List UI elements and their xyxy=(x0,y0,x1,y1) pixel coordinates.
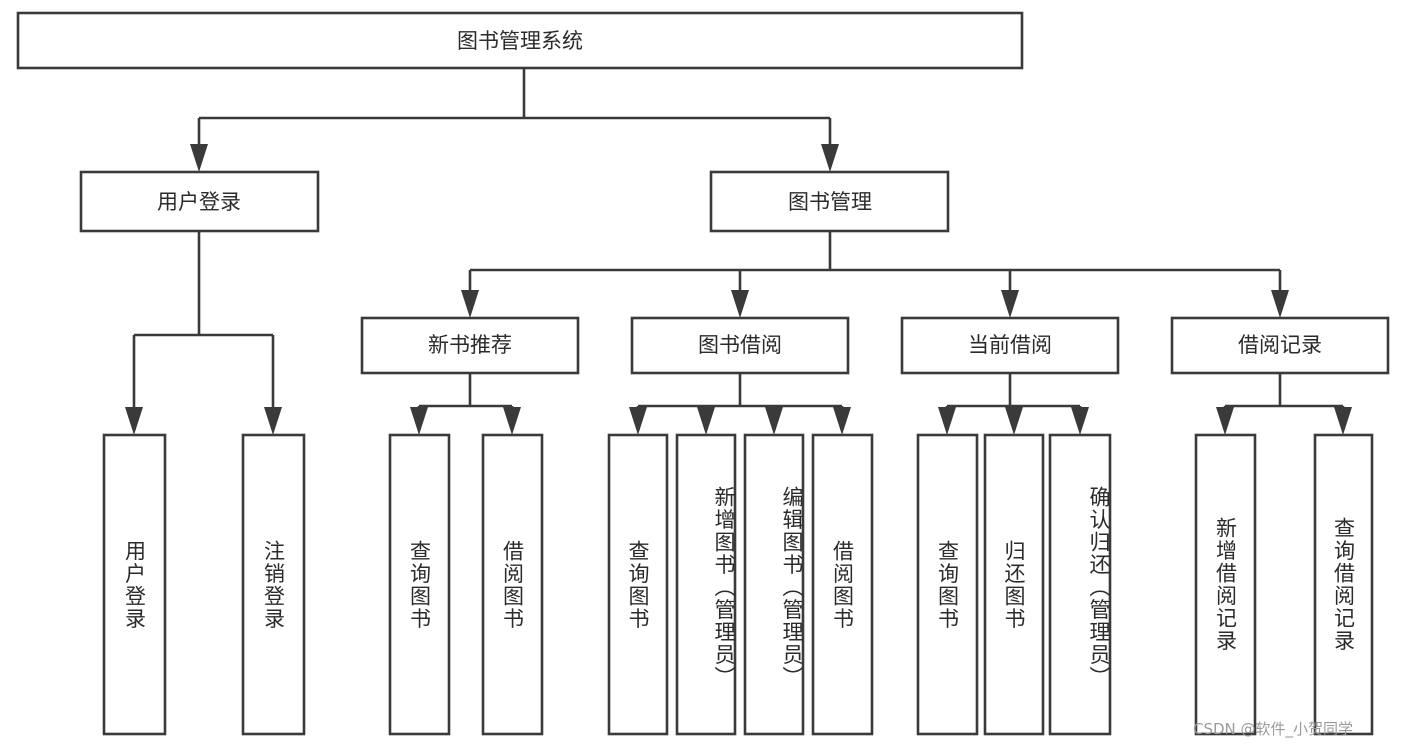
node-root-label: 图书管理系统 xyxy=(457,29,583,53)
connector-layer xyxy=(125,68,1352,435)
node-leaf-edit-book-admin[interactable] xyxy=(743,433,805,736)
node-book-management-label: 图书管理 xyxy=(788,190,872,214)
arrow-head-icon xyxy=(503,407,521,435)
node-layer: 图书管理系统 用户登录 图书管理 新书推荐 图书借阅 当前借阅 借阅记录 xyxy=(16,11,1390,736)
arrow-head-icon xyxy=(190,144,208,172)
arrow-head-icon xyxy=(629,407,647,435)
node-new-book-recommend[interactable] xyxy=(360,316,580,375)
node-leaf-logout[interactable] xyxy=(241,433,306,736)
node-user-login[interactable] xyxy=(79,170,320,233)
node-leaf-add-borrow-record[interactable] xyxy=(1194,433,1257,736)
arrow-head-icon xyxy=(731,290,749,318)
node-leaf-query-book-new[interactable] xyxy=(388,433,451,736)
arrow-head-icon xyxy=(1005,407,1023,435)
node-book-borrow[interactable] xyxy=(630,316,850,375)
node-leaf-return-book[interactable] xyxy=(983,433,1045,736)
arrow-head-icon xyxy=(461,290,479,318)
arrow-head-icon xyxy=(125,407,143,435)
arrow-head-icon xyxy=(833,407,851,435)
node-leaf-query-borrow-record[interactable] xyxy=(1313,433,1374,736)
node-book-management[interactable] xyxy=(709,170,950,233)
node-leaf-confirm-return-admin[interactable] xyxy=(1048,433,1112,736)
node-leaf-query-book-current[interactable] xyxy=(916,433,979,736)
arrow-head-icon xyxy=(821,144,839,172)
node-leaf-user-login[interactable] xyxy=(102,433,167,736)
arrow-head-icon xyxy=(1216,407,1234,435)
node-new-book-recommend-label: 新书推荐 xyxy=(428,333,512,357)
node-current-borrow[interactable] xyxy=(900,316,1120,375)
arrow-head-icon xyxy=(410,407,428,435)
node-leaf-borrow-book[interactable] xyxy=(811,433,874,736)
node-borrow-record[interactable] xyxy=(1170,316,1390,375)
node-current-borrow-label: 当前借阅 xyxy=(968,333,1052,357)
node-leaf-add-book-admin[interactable] xyxy=(675,433,737,736)
arrow-head-icon xyxy=(765,407,783,435)
arrow-head-icon xyxy=(1071,407,1089,435)
arrow-head-icon xyxy=(938,407,956,435)
arrow-head-icon xyxy=(697,407,715,435)
arrow-head-icon xyxy=(1271,290,1289,318)
node-leaf-query-book-borrow[interactable] xyxy=(607,433,669,736)
node-root-book-system[interactable] xyxy=(16,11,1024,70)
arrow-head-icon xyxy=(264,407,282,435)
node-book-borrow-label: 图书借阅 xyxy=(698,333,782,357)
node-leaf-borrow-book-new[interactable] xyxy=(481,433,544,736)
arrow-head-icon xyxy=(1001,290,1019,318)
node-borrow-record-label: 借阅记录 xyxy=(1238,333,1322,357)
watermark-text: CSDN @软件_小贺同学 xyxy=(1193,720,1354,738)
arrow-head-icon xyxy=(1334,407,1352,435)
node-user-login-label: 用户登录 xyxy=(157,190,241,214)
